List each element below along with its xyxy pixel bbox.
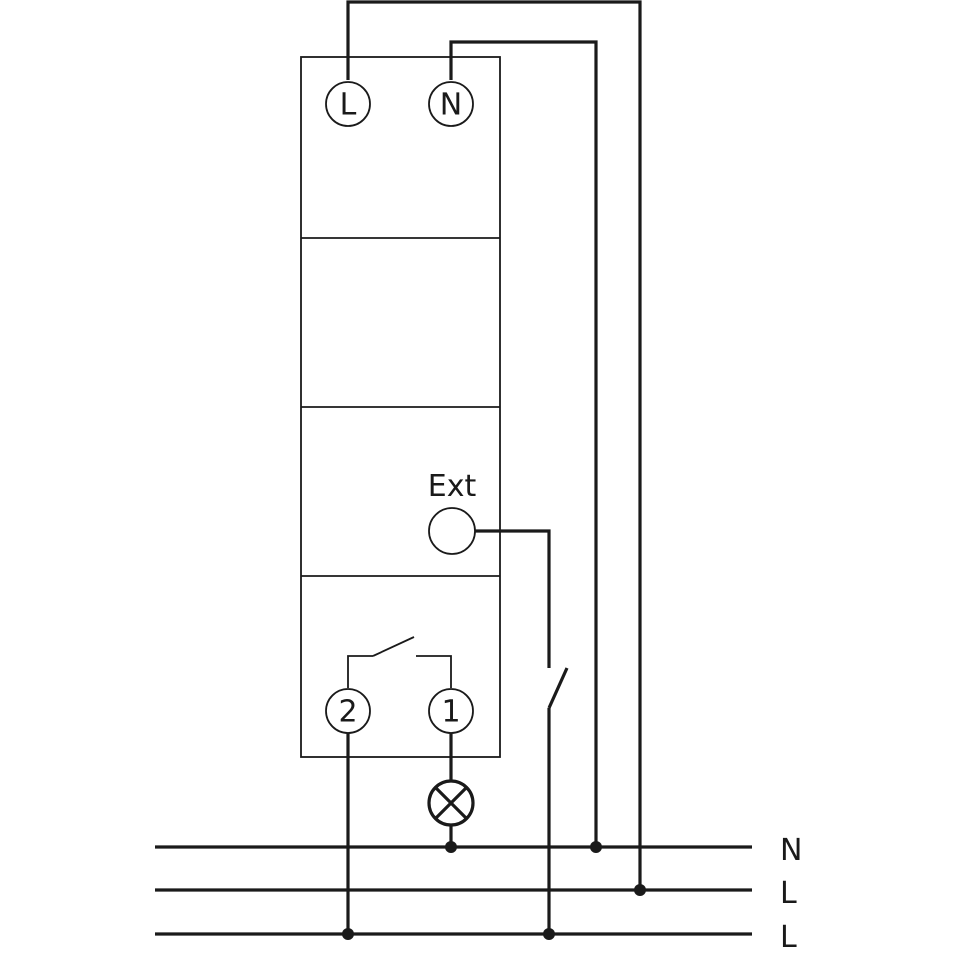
- relay-contact-right: [416, 655, 452, 688]
- bus-label-l2: L: [780, 920, 797, 955]
- terminal-1-label: 1: [441, 695, 460, 730]
- bus-label-n: N: [780, 833, 802, 868]
- ext-label: Ext: [428, 469, 477, 504]
- wire-n-feed: [449, 40, 598, 847]
- terminal-n-label: N: [440, 88, 462, 123]
- relay-contact-blade: [372, 636, 415, 657]
- wire-ext: [475, 529, 551, 668]
- junction-l-feed: [634, 884, 646, 896]
- wire-l-feed: [346, 0, 642, 890]
- terminal-1: 1: [428, 688, 474, 734]
- relay-contact-left: [347, 655, 373, 688]
- external-switch-contact: [547, 667, 569, 709]
- junction-ext-switch: [543, 928, 555, 940]
- junction-terminal-2: [342, 928, 354, 940]
- terminal-2: 2: [325, 688, 371, 734]
- terminal-ext: Ext: [428, 469, 477, 555]
- junction-n-feed: [590, 841, 602, 853]
- device-module: [300, 56, 501, 758]
- terminal-l: L: [325, 81, 371, 127]
- bus-label-l1: L: [780, 876, 797, 911]
- lamp-icon: [427, 779, 475, 827]
- terminal-2-label: 2: [338, 695, 357, 730]
- terminal-n: N: [428, 81, 474, 127]
- terminal-l-label: L: [340, 88, 357, 123]
- junction-lamp-n: [445, 841, 457, 853]
